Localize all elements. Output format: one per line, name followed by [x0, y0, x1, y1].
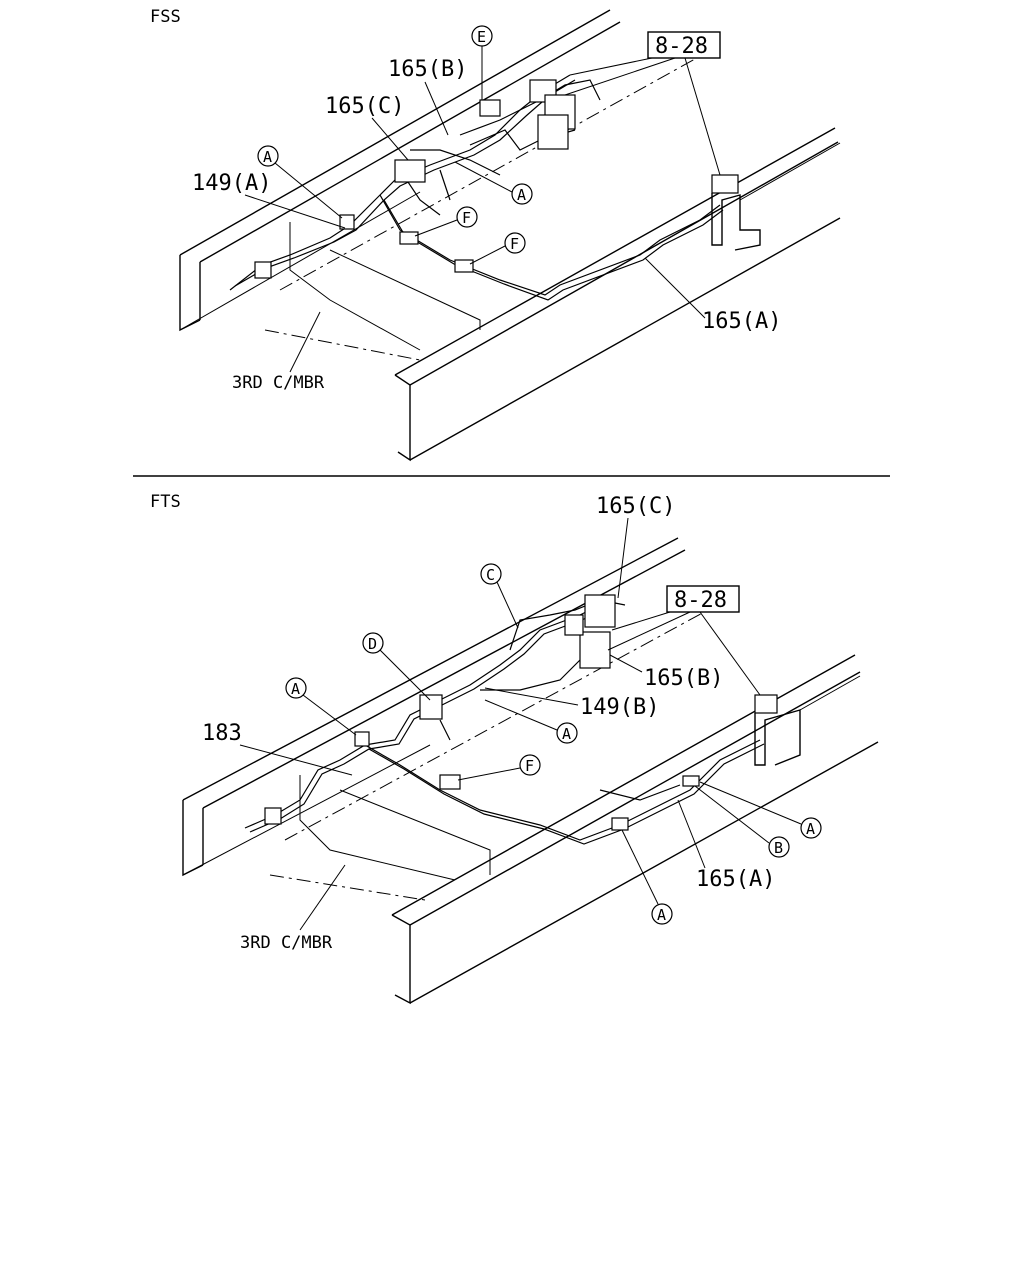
section-fss: FSS — [150, 7, 841, 462]
label-165a-fss: 165(A) — [702, 309, 781, 334]
label-165c-fss: 165(C) — [325, 94, 404, 119]
circle-a3-fts — [800, 817, 822, 839]
label-165b-fss: 165(B) — [388, 57, 467, 82]
circle-d-fts — [362, 632, 384, 654]
circle-f2-fss — [504, 232, 526, 254]
valves-fts — [264, 594, 801, 831]
circle-f1-fss — [456, 206, 478, 228]
circle-a4-fts — [651, 903, 673, 925]
callouts-fts: 165(C) 8-28 165(B) 149(B) 183 165(A) 3RD… — [202, 494, 822, 953]
svg-text:A: A — [263, 148, 272, 166]
label-149b-fts: 149(B) — [580, 695, 659, 720]
svg-text:F: F — [462, 209, 471, 227]
section-title-fss: FSS — [150, 7, 181, 27]
frame-rails-fts — [182, 537, 879, 1005]
ref-box-label-fss: 8-28 — [655, 34, 708, 59]
svg-text:C: C — [486, 566, 495, 584]
circle-a2-fss — [511, 183, 533, 205]
circle-c-fts — [480, 563, 502, 585]
label-3rd-cmbr-fts: 3RD C/MBR — [240, 933, 333, 953]
brake-pipes-fss — [229, 74, 724, 301]
label-149a-fss: 149(A) — [192, 171, 271, 196]
valves-fss — [254, 79, 761, 279]
svg-text:A: A — [657, 906, 666, 924]
svg-text:A: A — [562, 725, 571, 743]
section-fts: FTS — [150, 492, 879, 1005]
section-title-fts: FTS — [150, 492, 181, 512]
svg-text:B: B — [774, 839, 783, 857]
label-165b-fts: 165(B) — [644, 666, 723, 691]
svg-text:A: A — [291, 680, 300, 698]
circle-a1-fts — [285, 677, 307, 699]
label-3rd-cmbr-fss: 3RD C/MBR — [232, 373, 325, 393]
brake-pipes-fts — [244, 599, 765, 845]
circle-a2-fts — [556, 722, 578, 744]
circle-f-fts — [519, 754, 541, 776]
label-165c-fts: 165(C) — [596, 494, 675, 519]
svg-text:D: D — [368, 635, 377, 653]
ref-box-fts — [666, 585, 740, 613]
callouts-fss: 8-28 165(B) 165(C) 149(A) 165(A) 3RD C/M… — [192, 25, 781, 393]
ref-box-label-fts: 8-28 — [674, 588, 727, 613]
svg-text:F: F — [525, 757, 534, 775]
label-165a-fts: 165(A) — [696, 867, 775, 892]
svg-text:E: E — [477, 28, 486, 46]
svg-text:A: A — [806, 820, 815, 838]
frame-rails-fss — [179, 9, 841, 462]
circle-a1-fss — [257, 145, 279, 167]
svg-text:A: A — [517, 186, 526, 204]
ref-box-fss — [647, 31, 721, 59]
svg-text:F: F — [510, 235, 519, 253]
label-183-fts: 183 — [202, 721, 242, 746]
circle-b-fts — [768, 836, 790, 858]
